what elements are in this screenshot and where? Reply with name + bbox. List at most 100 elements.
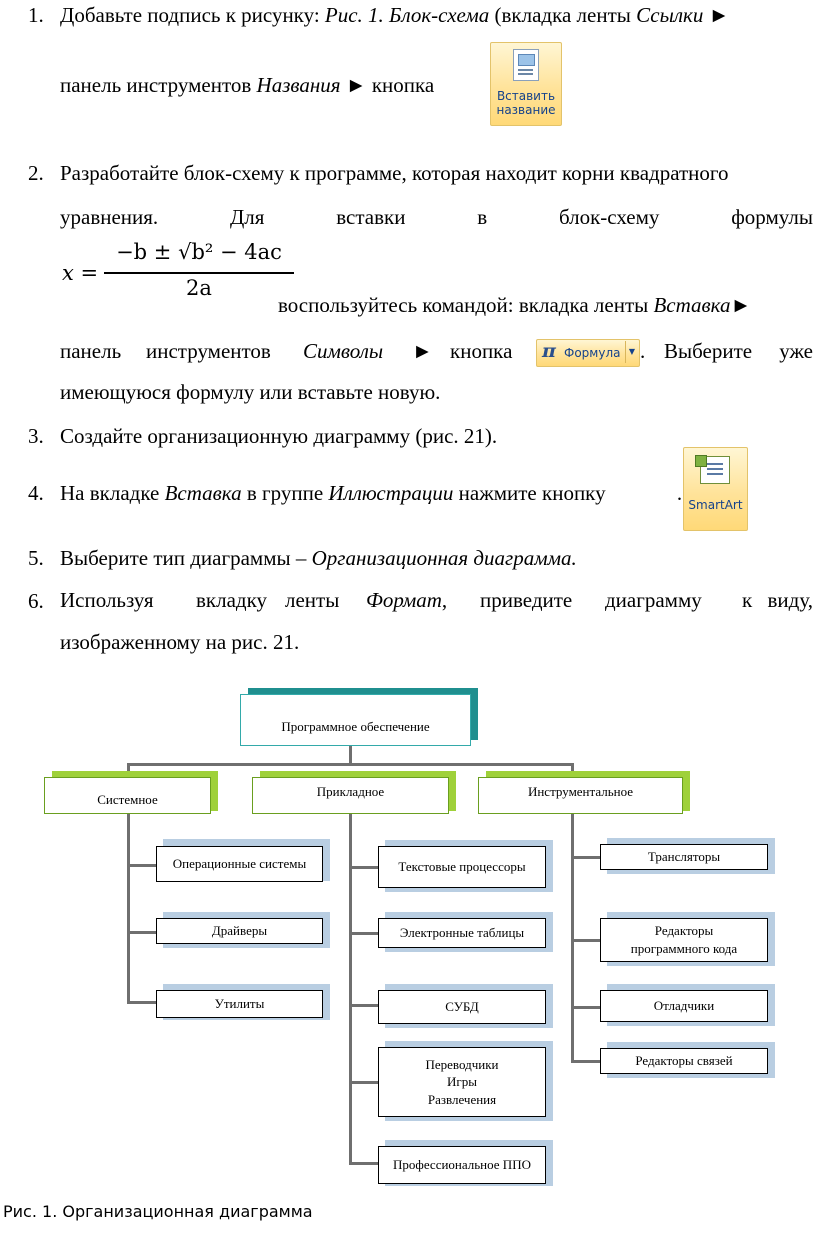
item-text: Выберите тип диаграммы – [60, 546, 312, 570]
box-shadow [163, 984, 330, 1020]
item-text-italic: Названия [256, 73, 341, 97]
smartart-icon [695, 455, 730, 484]
child-node: СУБД [378, 990, 546, 1024]
word: уже [779, 339, 813, 363]
item-text: (вкладка ленты [489, 3, 637, 27]
child-node: Электронные таблицы [378, 918, 546, 948]
button-label: Вставить [496, 89, 556, 103]
insert-caption-button[interactable]: Вставить название [490, 42, 562, 126]
word: Используя [60, 588, 154, 612]
button-label: Формула [564, 346, 621, 360]
connector [127, 1001, 157, 1004]
connector [571, 939, 601, 942]
word: к [742, 588, 753, 612]
branch-node: Системное [44, 777, 211, 814]
box-shadow [385, 840, 553, 892]
box-shadow [163, 912, 330, 948]
item-number: 2. [28, 161, 44, 185]
item-text-italic: Вставка [653, 293, 731, 317]
box-shadow [248, 688, 478, 696]
connector [349, 932, 379, 935]
connector [127, 864, 157, 867]
word: уравнения. [60, 205, 159, 229]
connector [571, 814, 574, 1063]
connector [127, 763, 573, 766]
formula-lhs: x = [62, 261, 99, 285]
item-text: нажмите кнопку [453, 481, 611, 505]
word: вкладку [196, 588, 268, 612]
box-shadow [210, 771, 218, 811]
word: ► [412, 339, 433, 363]
child-node: Утилиты [156, 990, 323, 1018]
connector [571, 763, 574, 781]
child-node: Операционные системы [156, 846, 323, 882]
connector [349, 866, 379, 869]
word: диаграмму [605, 588, 702, 612]
connector [571, 1060, 601, 1063]
box-shadow [163, 839, 330, 881]
button-label: название [496, 103, 556, 117]
child-node: Отладчики [600, 990, 768, 1022]
item-text-italic: Иллюстрации [328, 481, 454, 505]
box-shadow [470, 688, 478, 740]
word: . [640, 339, 646, 363]
branch-node: Прикладное [252, 777, 449, 814]
connector [349, 1081, 379, 1084]
fraction-bar [104, 272, 294, 274]
root-node: Программное обеспечение [240, 694, 471, 746]
box-shadow [682, 771, 690, 811]
item-text: ► кнопка [340, 73, 440, 97]
box-shadow [385, 1041, 553, 1121]
child-node: Редакторы программного кода [600, 918, 768, 962]
formula-button[interactable]: π Формула ▼ [536, 339, 640, 367]
item-text-italic: Ссылки [636, 3, 704, 27]
child-node: Трансляторы [600, 844, 768, 870]
connector [349, 746, 352, 764]
item-text: воспользуйтесь командой: вкладка ленты [278, 293, 654, 317]
item-text-italic: Рис. 1. Блок-схема [324, 3, 490, 27]
item-text: в группе [241, 481, 329, 505]
word: инструментов [146, 339, 271, 363]
connector [127, 763, 130, 781]
item-number: 3. [28, 424, 44, 448]
item-text-italic: Вставка [164, 481, 242, 505]
word: кнопка [450, 339, 513, 363]
smartart-button[interactable]: SmartArt [683, 447, 748, 531]
connector [349, 1162, 379, 1165]
item-text: Добавьте подпись к рисунку: [60, 3, 325, 27]
item-text-italic: Организационная диаграмма. [311, 546, 577, 570]
word: в [477, 205, 488, 229]
quadratic-formula: x = −b ± √b² − 4ac 2a [62, 240, 294, 304]
connector [349, 814, 352, 1164]
child-node: Драйверы [156, 918, 323, 944]
word-italic: Символы [303, 339, 384, 363]
word: Выберите [664, 339, 753, 363]
word-italic: Формат [366, 588, 442, 612]
item-number: 4. [28, 481, 44, 505]
dropdown-arrow-icon[interactable]: ▼ [625, 341, 638, 363]
box-shadow [52, 771, 218, 778]
caption-icon [513, 49, 539, 81]
connector [571, 856, 601, 859]
item-text: имеющуюся формулу или вставьте новую. [60, 380, 441, 404]
child-node: Переводчики Игры Развлечения [378, 1047, 546, 1117]
item-text: панель инструментов [60, 73, 257, 97]
item-text: ► [703, 3, 730, 27]
box-shadow [260, 771, 456, 778]
box-shadow [448, 771, 456, 811]
item-number: 6. [28, 589, 44, 613]
child-node: Текстовые процессоры [378, 846, 546, 888]
item-text: На вкладке [60, 481, 165, 505]
box-shadow [385, 1140, 553, 1186]
figure-caption: Рис. 1. Организационная диаграмма [3, 1202, 313, 1221]
item-text: . [676, 481, 683, 505]
formula-numerator: −b ± √b² − 4ac [116, 240, 282, 264]
word: формулы [731, 205, 813, 229]
pi-icon: π [542, 340, 556, 362]
box-shadow [607, 912, 775, 966]
child-node: Профессиональное ППО [378, 1146, 546, 1184]
box-shadow [486, 771, 690, 778]
connector [127, 931, 157, 934]
item-text: Создайте организационную диаграмму (рис.… [60, 424, 498, 448]
